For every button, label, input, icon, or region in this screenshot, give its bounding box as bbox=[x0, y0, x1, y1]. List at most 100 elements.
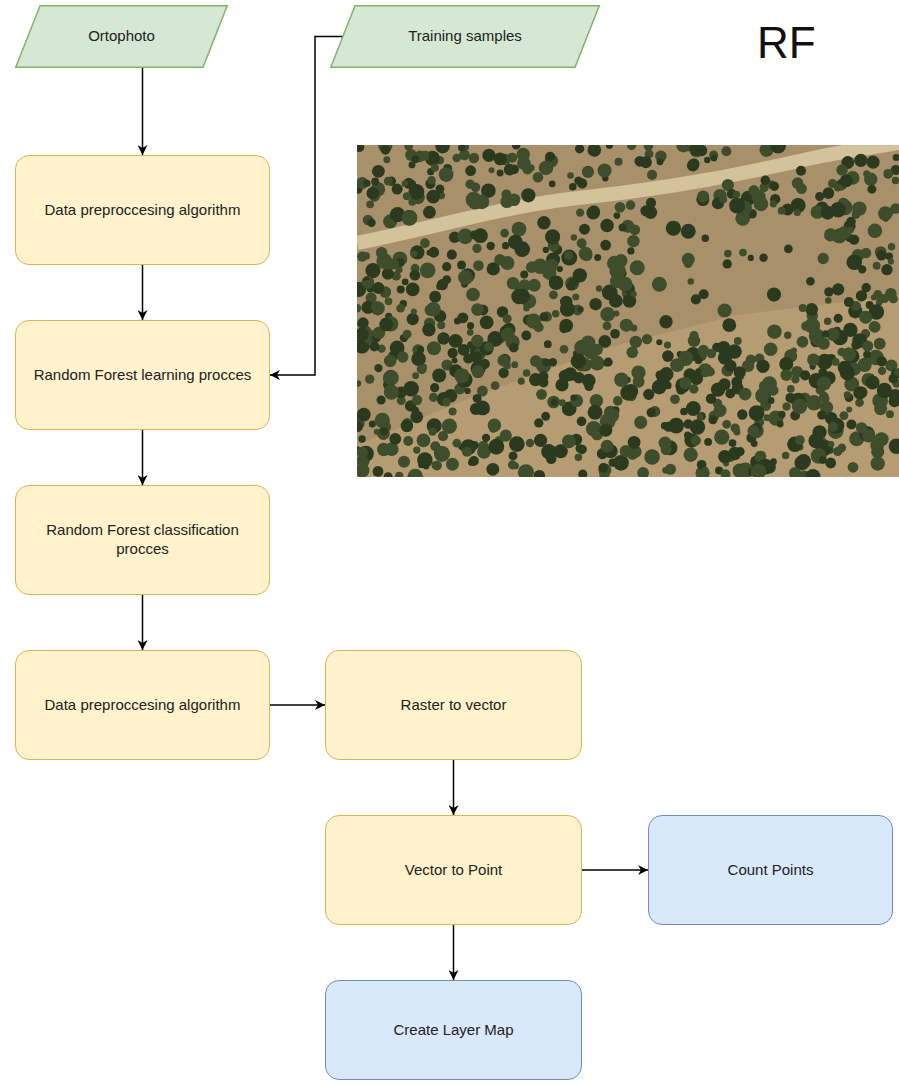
tree-crown bbox=[571, 353, 586, 368]
tree-crown bbox=[529, 373, 542, 386]
tree-crown bbox=[545, 229, 560, 244]
tree-crown bbox=[437, 332, 450, 345]
tree-crown bbox=[571, 234, 577, 240]
tree-crown bbox=[403, 381, 419, 397]
tree-crown bbox=[383, 260, 393, 270]
tree-crown bbox=[367, 219, 375, 227]
tree-crown bbox=[729, 198, 745, 214]
tree-crown bbox=[587, 145, 601, 157]
tree-crown bbox=[404, 145, 413, 151]
tree-crown bbox=[357, 304, 361, 312]
tree-crown bbox=[509, 436, 525, 452]
tree-crown bbox=[646, 198, 656, 208]
process-box: Data preproccesing algorithm bbox=[15, 650, 270, 760]
tree-crown bbox=[811, 448, 827, 464]
tree-crown bbox=[570, 394, 576, 400]
tree-crown bbox=[469, 456, 479, 466]
tree-crown bbox=[620, 385, 636, 401]
tree-crown bbox=[429, 291, 441, 303]
tree-crown bbox=[458, 270, 473, 285]
tree-crown bbox=[555, 378, 568, 391]
tree-crown bbox=[764, 342, 778, 356]
tree-crown bbox=[512, 145, 521, 149]
tree-crown bbox=[484, 342, 494, 352]
tree-crown bbox=[357, 328, 369, 341]
tree-crown bbox=[630, 336, 642, 348]
tree-crown bbox=[684, 448, 698, 462]
tree-crown bbox=[384, 472, 393, 477]
tree-crown bbox=[719, 196, 727, 204]
tree-crown bbox=[584, 382, 593, 391]
tree-crown bbox=[626, 346, 638, 358]
tree-crown bbox=[662, 350, 674, 362]
tree-crown bbox=[888, 243, 895, 250]
tree-crown bbox=[609, 458, 617, 466]
tree-crown bbox=[534, 434, 547, 447]
tree-crown bbox=[518, 464, 534, 477]
tree-crown bbox=[756, 360, 769, 373]
tree-crown bbox=[599, 424, 612, 437]
tree-crown bbox=[873, 290, 882, 299]
tree-crown bbox=[770, 200, 777, 207]
tree-crown bbox=[610, 275, 624, 289]
tree-crown bbox=[467, 329, 474, 336]
tree-crown bbox=[397, 351, 408, 362]
tree-crown bbox=[357, 454, 368, 466]
tree-crown bbox=[717, 341, 731, 355]
tree-crown bbox=[402, 180, 408, 186]
tree-crown bbox=[564, 251, 573, 260]
tree-crown bbox=[820, 394, 829, 403]
tree-crown bbox=[452, 439, 461, 448]
tree-crown bbox=[402, 278, 409, 285]
tree-crown bbox=[452, 154, 460, 162]
tree-crown bbox=[426, 190, 440, 204]
tree-crown bbox=[768, 385, 778, 395]
tree-crown bbox=[739, 388, 752, 401]
tree-crown bbox=[431, 164, 439, 172]
tree-crown bbox=[518, 378, 525, 385]
tree-crown bbox=[614, 372, 629, 387]
tree-crown bbox=[551, 399, 558, 406]
tree-crown bbox=[704, 438, 712, 446]
tree-crown bbox=[530, 355, 542, 367]
title-label: RF bbox=[757, 18, 816, 68]
tree-crown bbox=[878, 367, 886, 375]
tree-crown bbox=[846, 420, 856, 430]
tree-crown bbox=[507, 277, 520, 290]
flow-arrow bbox=[453, 925, 455, 980]
tree-crown bbox=[486, 463, 499, 476]
tree-crown bbox=[482, 451, 488, 457]
tree-crown bbox=[473, 228, 488, 243]
tree-crown bbox=[722, 420, 731, 429]
tree-crown bbox=[828, 422, 838, 432]
tree-crown bbox=[832, 358, 840, 366]
tree-crown bbox=[575, 145, 584, 153]
tree-crown bbox=[767, 287, 781, 301]
tree-crown bbox=[684, 259, 693, 268]
tree-crown bbox=[842, 348, 855, 361]
tree-crown bbox=[402, 210, 418, 226]
tree-crown bbox=[462, 447, 472, 457]
node-text: Create Layer Map bbox=[393, 1021, 513, 1040]
tree-crown bbox=[781, 359, 789, 367]
tree-crown bbox=[647, 408, 656, 417]
tree-crown bbox=[466, 288, 480, 302]
tree-crown bbox=[627, 145, 636, 150]
tree-crown bbox=[409, 180, 416, 187]
tree-crown bbox=[686, 401, 701, 416]
tree-crown bbox=[575, 454, 583, 462]
flow-arrow bbox=[453, 760, 455, 815]
tree-crown bbox=[737, 409, 747, 419]
node-text: Vector to Point bbox=[405, 861, 503, 880]
node-text: Raster to vector bbox=[401, 696, 507, 715]
tree-crown bbox=[569, 278, 578, 287]
tree-crown bbox=[889, 294, 898, 303]
tree-crown bbox=[670, 394, 680, 404]
tree-crown bbox=[874, 338, 886, 350]
tree-crown bbox=[542, 359, 550, 367]
tree-crown bbox=[442, 262, 451, 271]
tree-crown bbox=[582, 166, 594, 178]
tree-crown bbox=[849, 235, 859, 245]
tree-crown bbox=[541, 412, 550, 421]
tree-crown bbox=[690, 419, 705, 434]
